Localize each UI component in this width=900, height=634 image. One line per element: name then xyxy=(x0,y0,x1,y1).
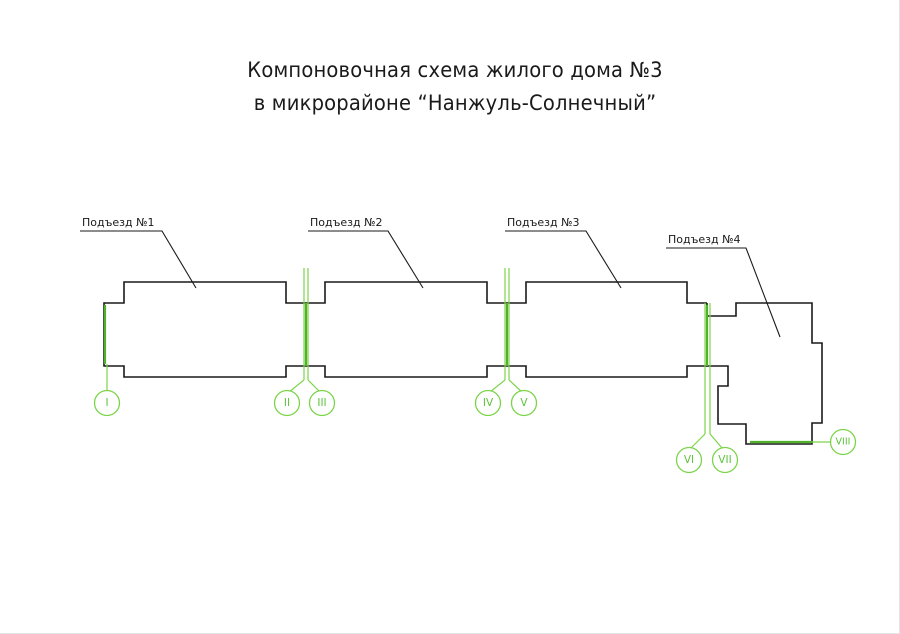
entrance-callout-3: Подъезд №3 xyxy=(505,216,622,289)
section-3-outline-bottom xyxy=(507,365,707,378)
section-4-outline xyxy=(706,302,823,445)
axis-label-vi: VI xyxy=(684,454,694,466)
entrance-callout-1: Подъезд №1 xyxy=(80,216,197,289)
axis-label-iii: III xyxy=(317,397,326,409)
axis-label-i: I xyxy=(105,397,108,409)
axis-lines xyxy=(103,268,830,449)
entrance-label-4: Подъезд №4 xyxy=(668,233,741,246)
title-line-1: Компоновочная схема жилого дома №3 xyxy=(247,58,663,82)
axis-marker-vii: VII xyxy=(711,446,739,474)
drawing-title: Компоновочная схема жилого дома №3 в мик… xyxy=(32,54,878,120)
section-2-outline xyxy=(306,281,507,304)
section-3-outline xyxy=(507,281,707,304)
axis-label-vii: VII xyxy=(718,454,731,466)
axis-marker-i: I xyxy=(93,389,121,417)
axis-marker-v: V xyxy=(510,389,538,417)
entrance-label-3: Подъезд №3 xyxy=(507,216,580,229)
section-2-outline-bottom xyxy=(306,365,507,378)
axis-label-viii: VIII xyxy=(836,437,851,448)
entrance-label-2: Подъезд №2 xyxy=(310,216,383,229)
axis-marker-ii: II xyxy=(273,389,301,417)
section-1-outline xyxy=(103,281,306,378)
axis-marker-viii: VIII xyxy=(829,428,857,456)
entrance-callout-2: Подъезд №2 xyxy=(308,216,424,289)
axis-marker-vi: VI xyxy=(675,446,703,474)
axis-label-ii: II xyxy=(284,397,290,409)
axis-marker-iv: IV xyxy=(474,389,502,417)
axis-marker-iii: III xyxy=(308,389,336,417)
building-outline xyxy=(103,281,823,445)
axis-label-v: V xyxy=(520,397,528,409)
entrance-label-1: Подъезд №1 xyxy=(82,216,155,229)
entrance-callout-4: Подъезд №4 xyxy=(666,233,781,338)
title-line-2: в микрорайоне “Нанжуль-Солнечный” xyxy=(253,91,657,115)
axis-label-iv: IV xyxy=(483,397,494,409)
